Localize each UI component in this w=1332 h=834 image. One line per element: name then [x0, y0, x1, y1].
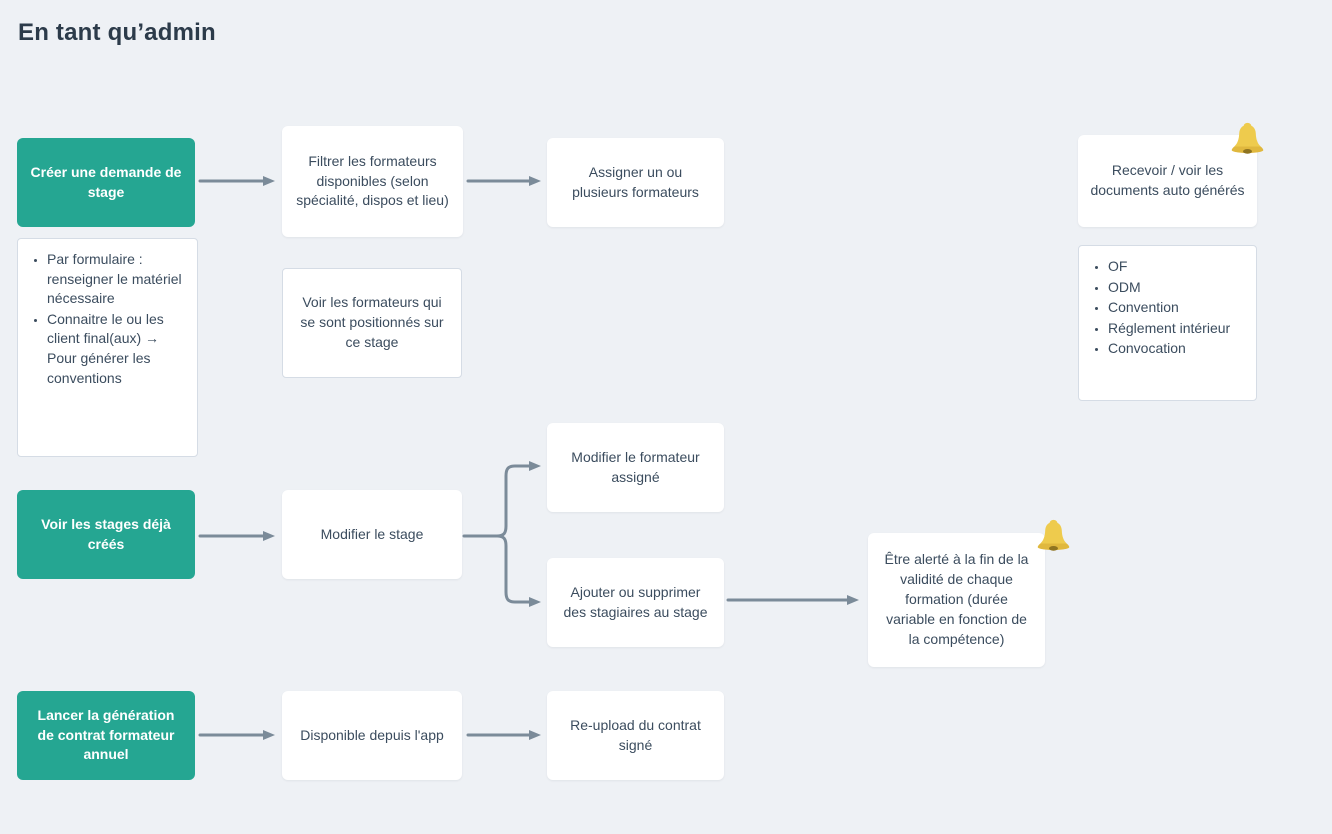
node-label: Filtrer les formateurs disponibles (selo…	[296, 152, 449, 209]
bullet-item: Convention	[1108, 298, 1230, 318]
node-reupload-contrat-signe[interactable]: Re-upload du contrat signé	[547, 691, 724, 780]
bell-icon	[1037, 519, 1070, 551]
note-formulaire-details[interactable]: Par formulaire : renseigner le matériel …	[17, 238, 198, 457]
bullet-item: Réglement intérieur	[1108, 319, 1230, 339]
node-voir-stages-crees[interactable]: Voir les stages déjà créés	[17, 490, 195, 579]
note-voir-formateurs-positionnes[interactable]: Voir les formateurs qui se sont position…	[282, 268, 462, 378]
node-label: Voir les stages déjà créés	[41, 515, 171, 552]
bullet-list: Par formulaire : renseigner le matériel …	[26, 250, 189, 389]
node-ajouter-supprimer-stagiaires[interactable]: Ajouter ou supprimer des stagiaires au s…	[547, 558, 724, 647]
node-creer-demande-de-stage[interactable]: Créer une demande de stage	[17, 138, 195, 227]
node-label: Être alerté à la fin de la validité de c…	[884, 551, 1029, 647]
node-modifier-formateur-assigne[interactable]: Modifier le formateur assigné	[547, 423, 724, 512]
bullet-item: OF	[1108, 257, 1230, 277]
branch-to-ajouter-stagiaires	[495, 534, 541, 607]
node-label: Re-upload du contrat signé	[570, 716, 701, 753]
node-label: Assigner un ou plusieurs formateurs	[572, 163, 699, 200]
node-lancer-generation-contrat[interactable]: Lancer la génération de contrat formateu…	[17, 691, 195, 780]
bell-icon	[1231, 122, 1264, 154]
bullet-item: Par formulaire : renseigner le matériel …	[47, 250, 189, 309]
bullet-item: ODM	[1108, 278, 1230, 298]
node-disponible-depuis-app[interactable]: Disponible depuis l'app	[282, 691, 462, 780]
node-label: Modifier le formateur assigné	[571, 448, 700, 485]
node-modifier-le-stage[interactable]: Modifier le stage	[282, 490, 462, 579]
note-documents-list[interactable]: OF ODM Convention Réglement intérieur Co…	[1078, 245, 1257, 401]
node-assigner-formateurs[interactable]: Assigner un ou plusieurs formateurs	[547, 138, 724, 227]
bullet-list: OF ODM Convention Réglement intérieur Co…	[1087, 257, 1230, 360]
node-label: Ajouter ou supprimer des stagiaires au s…	[563, 583, 708, 620]
bullet-item: Convocation	[1108, 339, 1230, 359]
node-filtrer-les-formateurs[interactable]: Filtrer les formateurs disponibles (selo…	[282, 126, 463, 237]
node-label: Disponible depuis l'app	[300, 726, 444, 743]
node-label: Voir les formateurs qui se sont position…	[300, 294, 444, 350]
page-title: En tant qu’admin	[18, 19, 216, 46]
branch-to-modifier-formateur	[495, 461, 541, 538]
node-label: Créer une demande de stage	[30, 163, 182, 200]
node-label: Lancer la génération de contrat formateu…	[37, 706, 175, 763]
node-etre-alerte-validite[interactable]: Être alerté à la fin de la validité de c…	[868, 533, 1045, 667]
node-label: Recevoir / voir les documents auto génér…	[1090, 162, 1245, 198]
node-recevoir-documents[interactable]: Recevoir / voir les documents auto génér…	[1078, 135, 1257, 227]
node-label: Modifier le stage	[320, 525, 424, 542]
bullet-item: Connaitre le ou les client final(aux) → …	[47, 310, 189, 388]
